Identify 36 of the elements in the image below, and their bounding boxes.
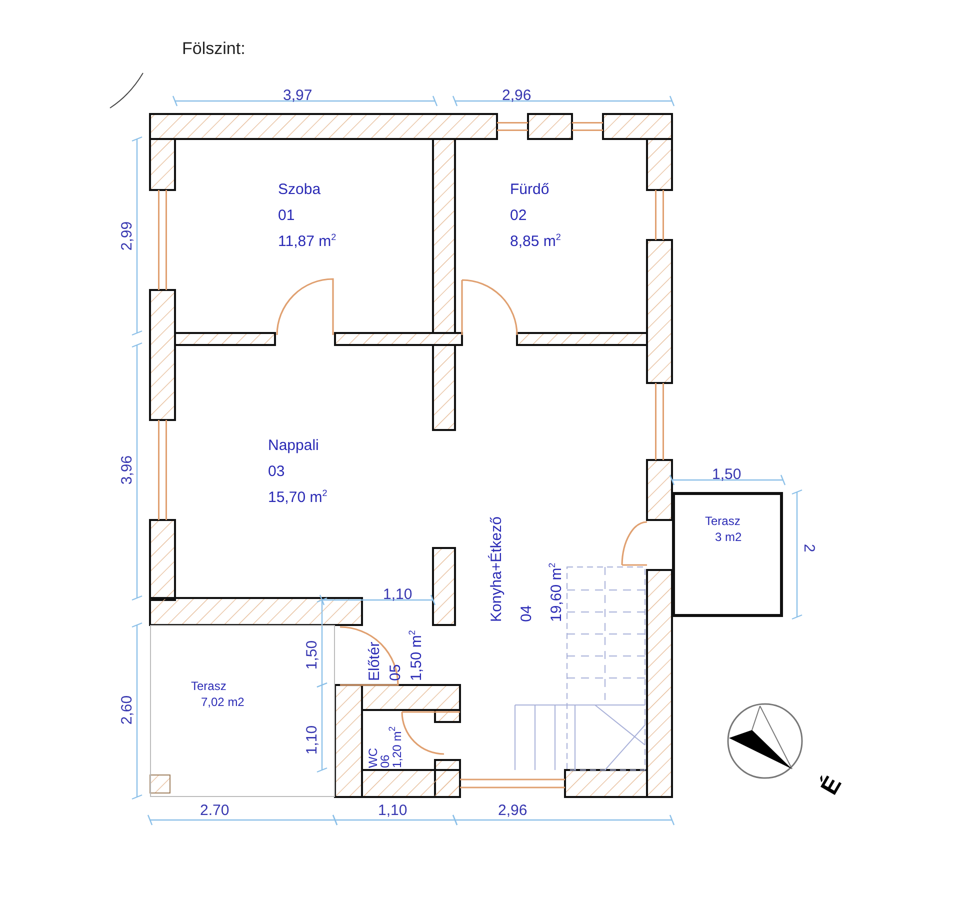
room-name: Konyha+Étkező xyxy=(487,516,506,622)
room-name: WC xyxy=(367,748,379,768)
north-label: É xyxy=(818,773,846,799)
room-name: Előtér xyxy=(365,642,384,681)
dimension-label: 2,99 xyxy=(120,221,134,251)
room-number: 02 xyxy=(510,206,527,226)
room-number: 01 xyxy=(278,206,295,226)
dimension-label: 2 xyxy=(802,544,816,552)
terrace-name: Terasz xyxy=(705,513,740,529)
dimension-label: 2,60 xyxy=(120,695,134,725)
dimension-label: 1,50 xyxy=(712,467,742,482)
dimension-label: 3,97 xyxy=(283,88,312,103)
dimension-label: 2.70 xyxy=(200,803,230,818)
dimension-label: 1,50 xyxy=(304,640,320,670)
terrace-area: 7,02 m2 xyxy=(201,694,244,710)
terrace-area: 3 m2 xyxy=(715,529,742,545)
room-number: 03 xyxy=(268,462,285,482)
dimension-label: 3,96 xyxy=(120,455,134,485)
room-number: 04 xyxy=(517,605,536,622)
room-name: Szoba xyxy=(278,180,321,200)
room-area: 15,70 m$^{2}$ xyxy=(268,485,328,511)
dimension-label: 2,96 xyxy=(502,88,532,103)
terrace-name: Terasz xyxy=(191,678,226,694)
floor-title: Fölszint: xyxy=(182,40,246,57)
dimension-label: 2,96 xyxy=(498,803,528,818)
room-number: 06 xyxy=(379,754,391,768)
room-name: Fürdő xyxy=(510,180,550,200)
room-name: Nappali xyxy=(268,436,319,456)
dimension-label: 1,10 xyxy=(378,803,408,818)
room-area: 8,85 m$^{2}$ xyxy=(510,229,561,255)
terrace-outline xyxy=(672,492,783,617)
room-number: 05 xyxy=(386,664,405,681)
room-area: 11,87 m$^{2}$ xyxy=(278,229,336,255)
dimension-label: 1,10 xyxy=(383,587,412,602)
terrace-outline xyxy=(150,625,335,797)
dimension-label: 1,10 xyxy=(304,725,320,755)
